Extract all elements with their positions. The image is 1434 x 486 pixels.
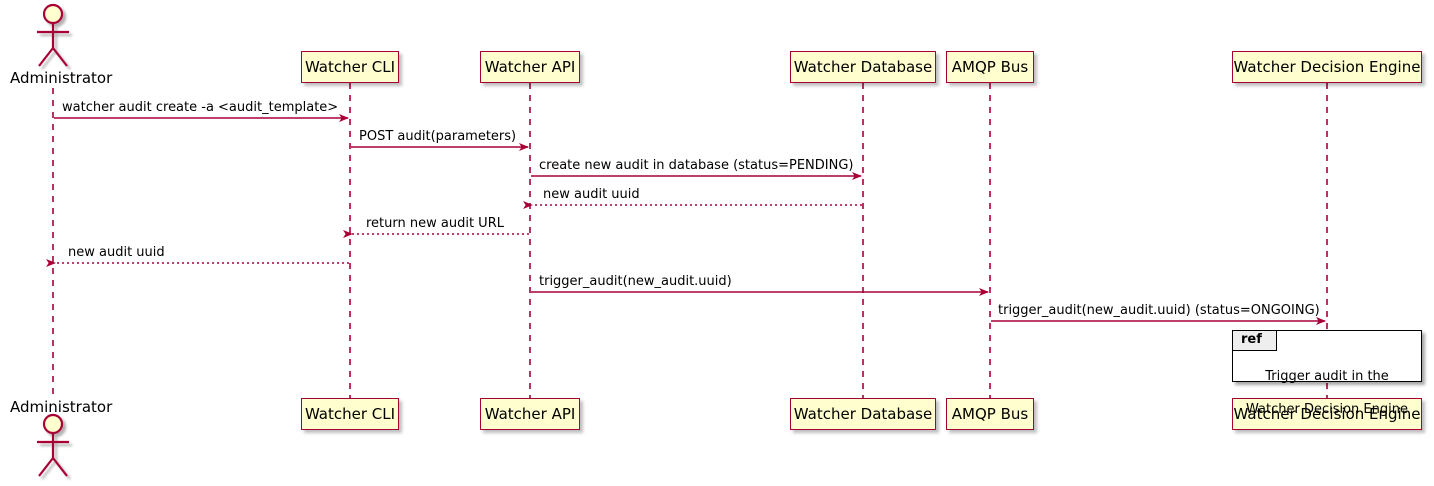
participant-watcher-cli-bottom[interactable]: Watcher CLI — [301, 398, 399, 430]
message-label-7: trigger_audit(new_audit.uuid) — [539, 274, 732, 289]
participant-amqp-bus-top[interactable]: AMQP Bus — [946, 51, 1034, 83]
participant-label: Watcher Database — [793, 57, 933, 76]
ref-fragment-tab-label: ref — [1241, 332, 1262, 347]
participant-watcher-api-bottom[interactable]: Watcher API — [480, 398, 580, 430]
participant-label: Watcher Decision Engine — [1233, 404, 1421, 423]
participant-watcher-decision-engine-bottom[interactable]: Watcher Decision Engine — [1232, 398, 1422, 430]
participant-label: Watcher Database — [793, 404, 933, 423]
message-label-4: new audit uuid — [543, 187, 640, 202]
actor-label-top: Administrator — [10, 69, 113, 87]
message-arrows — [46, 114, 1326, 325]
message-label-8: trigger_audit(new_audit.uuid) (status=ON… — [998, 303, 1320, 318]
participant-label: AMQP Bus — [951, 57, 1029, 76]
participant-label: Watcher CLI — [304, 404, 396, 423]
actor-figure-top — [37, 3, 69, 67]
participant-label: Watcher API — [484, 404, 576, 423]
ref-fragment-line-1: Trigger audit in the — [1265, 369, 1389, 385]
participant-watcher-database-top[interactable]: Watcher Database — [790, 51, 936, 83]
message-label-5: return new audit URL — [366, 216, 504, 231]
ref-fragment[interactable]: ref Trigger audit in the Watcher Decisio… — [1232, 330, 1422, 417]
message-label-2: POST audit(parameters) — [359, 129, 517, 144]
participant-watcher-cli-top[interactable]: Watcher CLI — [301, 51, 399, 83]
actor-figure-bottom — [37, 413, 69, 477]
actor-label-bottom: Administrator — [10, 398, 113, 416]
ref-fragment-line-2: Watcher Decision Engine — [1246, 401, 1408, 417]
participant-watcher-api-top[interactable]: Watcher API — [480, 51, 580, 83]
message-label-1: watcher audit create -a <audit_template> — [62, 100, 339, 115]
participant-watcher-database-bottom[interactable]: Watcher Database — [790, 398, 936, 430]
participant-amqp-bus-bottom[interactable]: AMQP Bus — [946, 398, 1034, 430]
participant-label: AMQP Bus — [951, 404, 1029, 423]
lifelines — [52, 83, 1328, 398]
participant-label: Watcher CLI — [304, 57, 396, 76]
ref-fragment-tab: ref — [1233, 331, 1277, 351]
message-label-6: new audit uuid — [68, 245, 165, 260]
participant-label: Watcher Decision Engine — [1233, 57, 1421, 76]
participant-watcher-decision-engine-top[interactable]: Watcher Decision Engine — [1232, 51, 1422, 83]
participant-label: Watcher API — [484, 57, 576, 76]
message-label-3: create new audit in database (status=PEN… — [539, 158, 854, 173]
